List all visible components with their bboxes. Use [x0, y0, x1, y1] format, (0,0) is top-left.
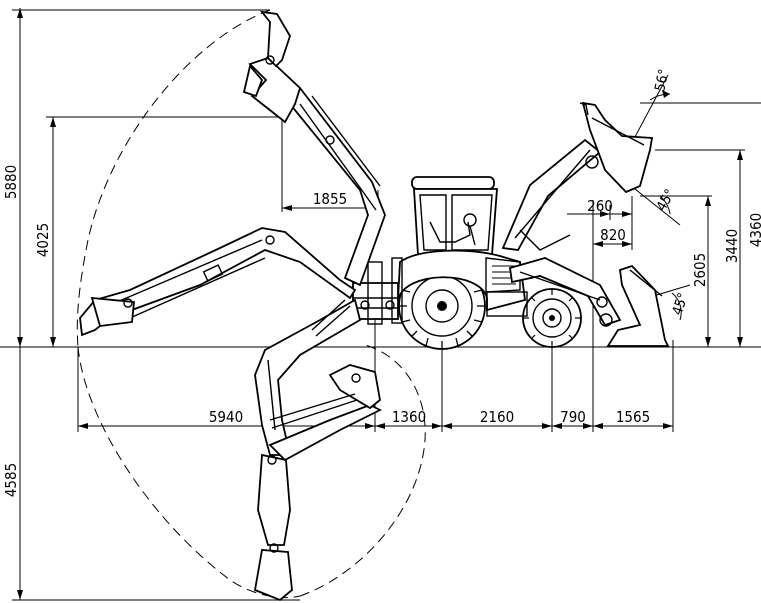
backhoe-boom-down	[253, 298, 383, 602]
backhoe-boom-horizontal	[79, 227, 357, 337]
front-loader	[501, 101, 670, 347]
angle-dump: 45°	[629, 184, 681, 226]
machine	[352, 176, 582, 350]
dimension-max-dig-depth: 4585	[2, 347, 300, 601]
label-front-bucket-reach: 1565	[616, 408, 650, 426]
dimension-total-height: 5880	[2, 8, 270, 347]
front-wheel	[522, 288, 582, 348]
label-loader-dump-height: 2605	[691, 253, 709, 287]
engine-hood	[397, 249, 528, 317]
label-loader-hinge-height: 4360	[747, 213, 761, 247]
dimension-loading-height: 4025	[34, 116, 282, 347]
label-rear-overhang: 1360	[392, 408, 426, 426]
label-total-height: 5880	[2, 165, 20, 199]
dig-envelope-upper	[76, 9, 271, 348]
dimension-loader-dump-clearance: 3440	[640, 195, 741, 347]
label-angle-rollback-top: 56°	[652, 68, 672, 93]
label-angle-dump: 45°	[654, 187, 679, 214]
label-max-dig-depth: 4585	[2, 463, 20, 497]
cab	[411, 176, 498, 256]
label-reach-backhoe: 5940	[209, 408, 243, 426]
dimension-loader-hinge-height: 4360	[640, 102, 761, 347]
label-boom-offset: 1855	[313, 190, 347, 208]
dimension-bucket-offsets	[567, 196, 633, 250]
label-bucket-reach-at-dump: 820	[600, 226, 626, 244]
label-loading-height: 4025	[34, 223, 52, 257]
boom-cylinders	[269, 299, 358, 429]
label-front-axle-offset: 790	[560, 408, 586, 426]
dimension-loader-dump-height: 2605	[691, 253, 709, 287]
label-angle-rollback-ground: 45°	[670, 291, 692, 317]
label-wheelbase: 2160	[480, 408, 514, 426]
label-bucket-lift-offset: 260	[587, 197, 613, 215]
rear-frame	[352, 257, 403, 325]
dig-envelope-inner	[299, 344, 426, 597]
backhoe-boom-up	[242, 10, 386, 287]
label-loader-dump-clearance: 3440	[723, 229, 741, 263]
